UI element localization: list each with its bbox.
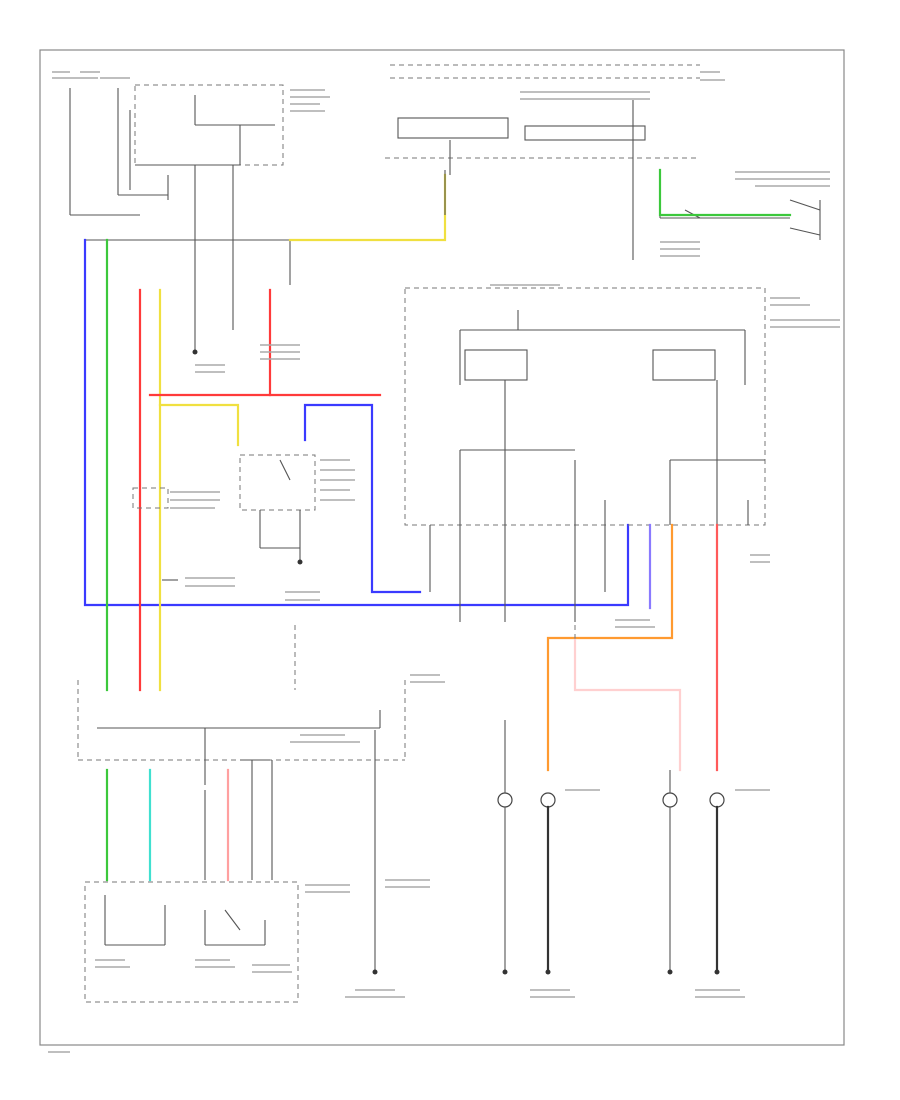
label-marks	[48, 71, 840, 1053]
switch-top-right	[659, 190, 821, 240]
control-unit-top-right	[385, 64, 700, 260]
combination-switch-bottom	[84, 881, 299, 1003]
fuse-box-top-left	[69, 84, 284, 355]
wire-yellow-relay	[158, 403, 240, 447]
wire-yellow-top	[288, 173, 447, 242]
lamp-right-outer	[709, 792, 725, 975]
wire-orange-right	[546, 523, 674, 772]
relay-center	[239, 454, 316, 565]
switch-small-left	[132, 487, 169, 509]
lamp-right-inner	[662, 770, 678, 975]
wire-green-top-right	[658, 168, 792, 217]
wire-blue-relay	[303, 403, 422, 594]
wire-blue-left	[83, 238, 630, 607]
diagram-frame	[39, 49, 845, 1046]
lamp-left-outer	[497, 720, 513, 975]
relay-block-right	[404, 287, 766, 526]
wire-red-relay	[268, 288, 382, 397]
wire-pink-right	[573, 638, 682, 772]
lamp-left-inner	[540, 792, 556, 975]
